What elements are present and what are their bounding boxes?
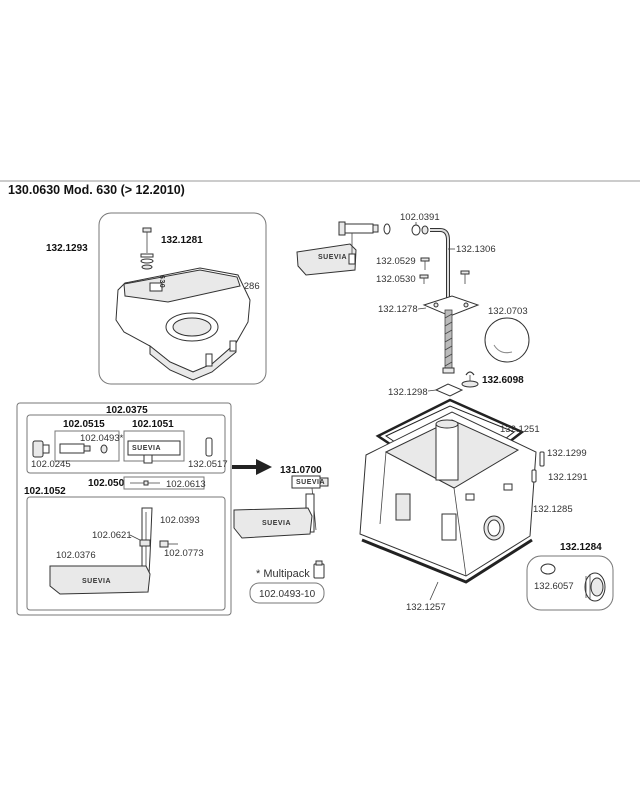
part-label-132-1284: 132.1284: [560, 542, 602, 553]
part-label-102-0375: 102.0375: [106, 405, 148, 416]
plug-o-ring-icon: [540, 563, 556, 575]
multipack-note: * Multipack: [256, 568, 310, 580]
part-label-132-1306: 132.1306: [456, 244, 496, 255]
water-tank-icon: [359, 411, 537, 577]
part-label-132-1257: 132.1257: [406, 602, 446, 613]
part-label-132-1281: 132.1281: [161, 235, 203, 246]
multipack-bottle-icon: [313, 560, 325, 579]
valve-nut-icon: [32, 440, 50, 458]
part-label-102-0493-10: 102.0493-10: [259, 589, 316, 600]
part-label-102-0515: 102.0515: [63, 419, 105, 430]
part-label-132-6098: 132.6098: [482, 375, 524, 386]
part-label-132-0703: 132.0703: [488, 306, 528, 317]
valve-cartridge-icon: [127, 440, 181, 464]
part-label-132-1278: 132.1278: [378, 304, 418, 315]
part-label-132-0529: 132.0529: [376, 256, 416, 267]
lever-paddle-brand: SUEVIA: [82, 578, 111, 585]
assembled-valve-brand: SUEVIA: [296, 479, 325, 486]
valve-spring-icon: [205, 437, 213, 457]
part-label-102-0613: 102.0613: [166, 479, 206, 490]
bent-pipe-icon: [430, 228, 450, 300]
part-label-132-1299: 132.1299: [547, 448, 587, 459]
top-valve-icon: [338, 221, 379, 265]
part-label-132-0517: 132.0517: [188, 459, 228, 470]
part-label-132-1291: 132.1291: [548, 472, 588, 483]
assembled-paddle-icon: [233, 507, 313, 539]
assembled-paddle-brand: SUEVIA: [262, 520, 291, 527]
part-label-132-0530: 132.0530: [376, 274, 416, 285]
page-title: 130.0630 Mod. 630 (> 12.2010): [8, 183, 185, 197]
assembly-arrow-icon: [232, 459, 272, 475]
small-screw-icon: [419, 257, 470, 284]
part-label-131-0700: 131.0700: [280, 465, 322, 476]
part-label-102-0621: 102.0621: [92, 530, 132, 541]
split-pin-icon: [143, 480, 149, 486]
tank-bottom-gasket-icon: [361, 538, 533, 584]
pin-part-box: [123, 476, 205, 490]
washer-icon: [383, 223, 391, 235]
small-gasket-icon: [434, 383, 464, 397]
part-label-132-1298: 132.1298: [388, 387, 428, 398]
part-label-102-0245: 102.0245: [31, 459, 71, 470]
part-label-102-0773: 102.0773: [164, 548, 204, 559]
mounting-plate-icon: [422, 295, 480, 317]
lever-paddle-icon: [49, 565, 151, 595]
part-label-102-0393: 102.0393: [160, 515, 200, 526]
threaded-plug-icon: [584, 572, 606, 602]
part-label-132-1285: 132.1285: [533, 504, 573, 515]
part-label-102-0391: 102.0391: [400, 212, 440, 223]
part-label-102-0376: 102.0376: [56, 550, 96, 561]
pin-icon: [531, 451, 545, 483]
valve-body-icon: [59, 443, 108, 454]
part-label-102-0493: 102.0493*: [80, 433, 124, 444]
part-label-132-1251: 132.1251: [500, 424, 540, 435]
float-ball-icon: [484, 317, 530, 363]
flex-hose-icon: [442, 309, 455, 374]
part-label-102-1051: 102.1051: [132, 419, 174, 430]
part-label-132-6057: 132.6057: [534, 581, 574, 592]
part-label-102-0507: 102.0507: [88, 478, 130, 489]
multipack-box: [249, 582, 325, 604]
part-label-102-1052: 102.1052: [24, 486, 66, 497]
drain-plug-icon: [461, 371, 479, 388]
valve-cartridge-brand: SUEVIA: [132, 445, 161, 452]
bowl-cover-icon: [115, 267, 251, 381]
nut-icon: [421, 225, 429, 235]
bowl-model-number: 630: [158, 275, 165, 288]
lever-screw-icon: [159, 540, 178, 548]
o-ring-icon: [411, 224, 421, 236]
screw-stack-icon: [140, 227, 154, 270]
top-lever-brand: SUEVIA: [318, 254, 347, 261]
top-lever-icon: [296, 243, 357, 276]
part-label-132-1293: 132.1293: [46, 243, 88, 254]
